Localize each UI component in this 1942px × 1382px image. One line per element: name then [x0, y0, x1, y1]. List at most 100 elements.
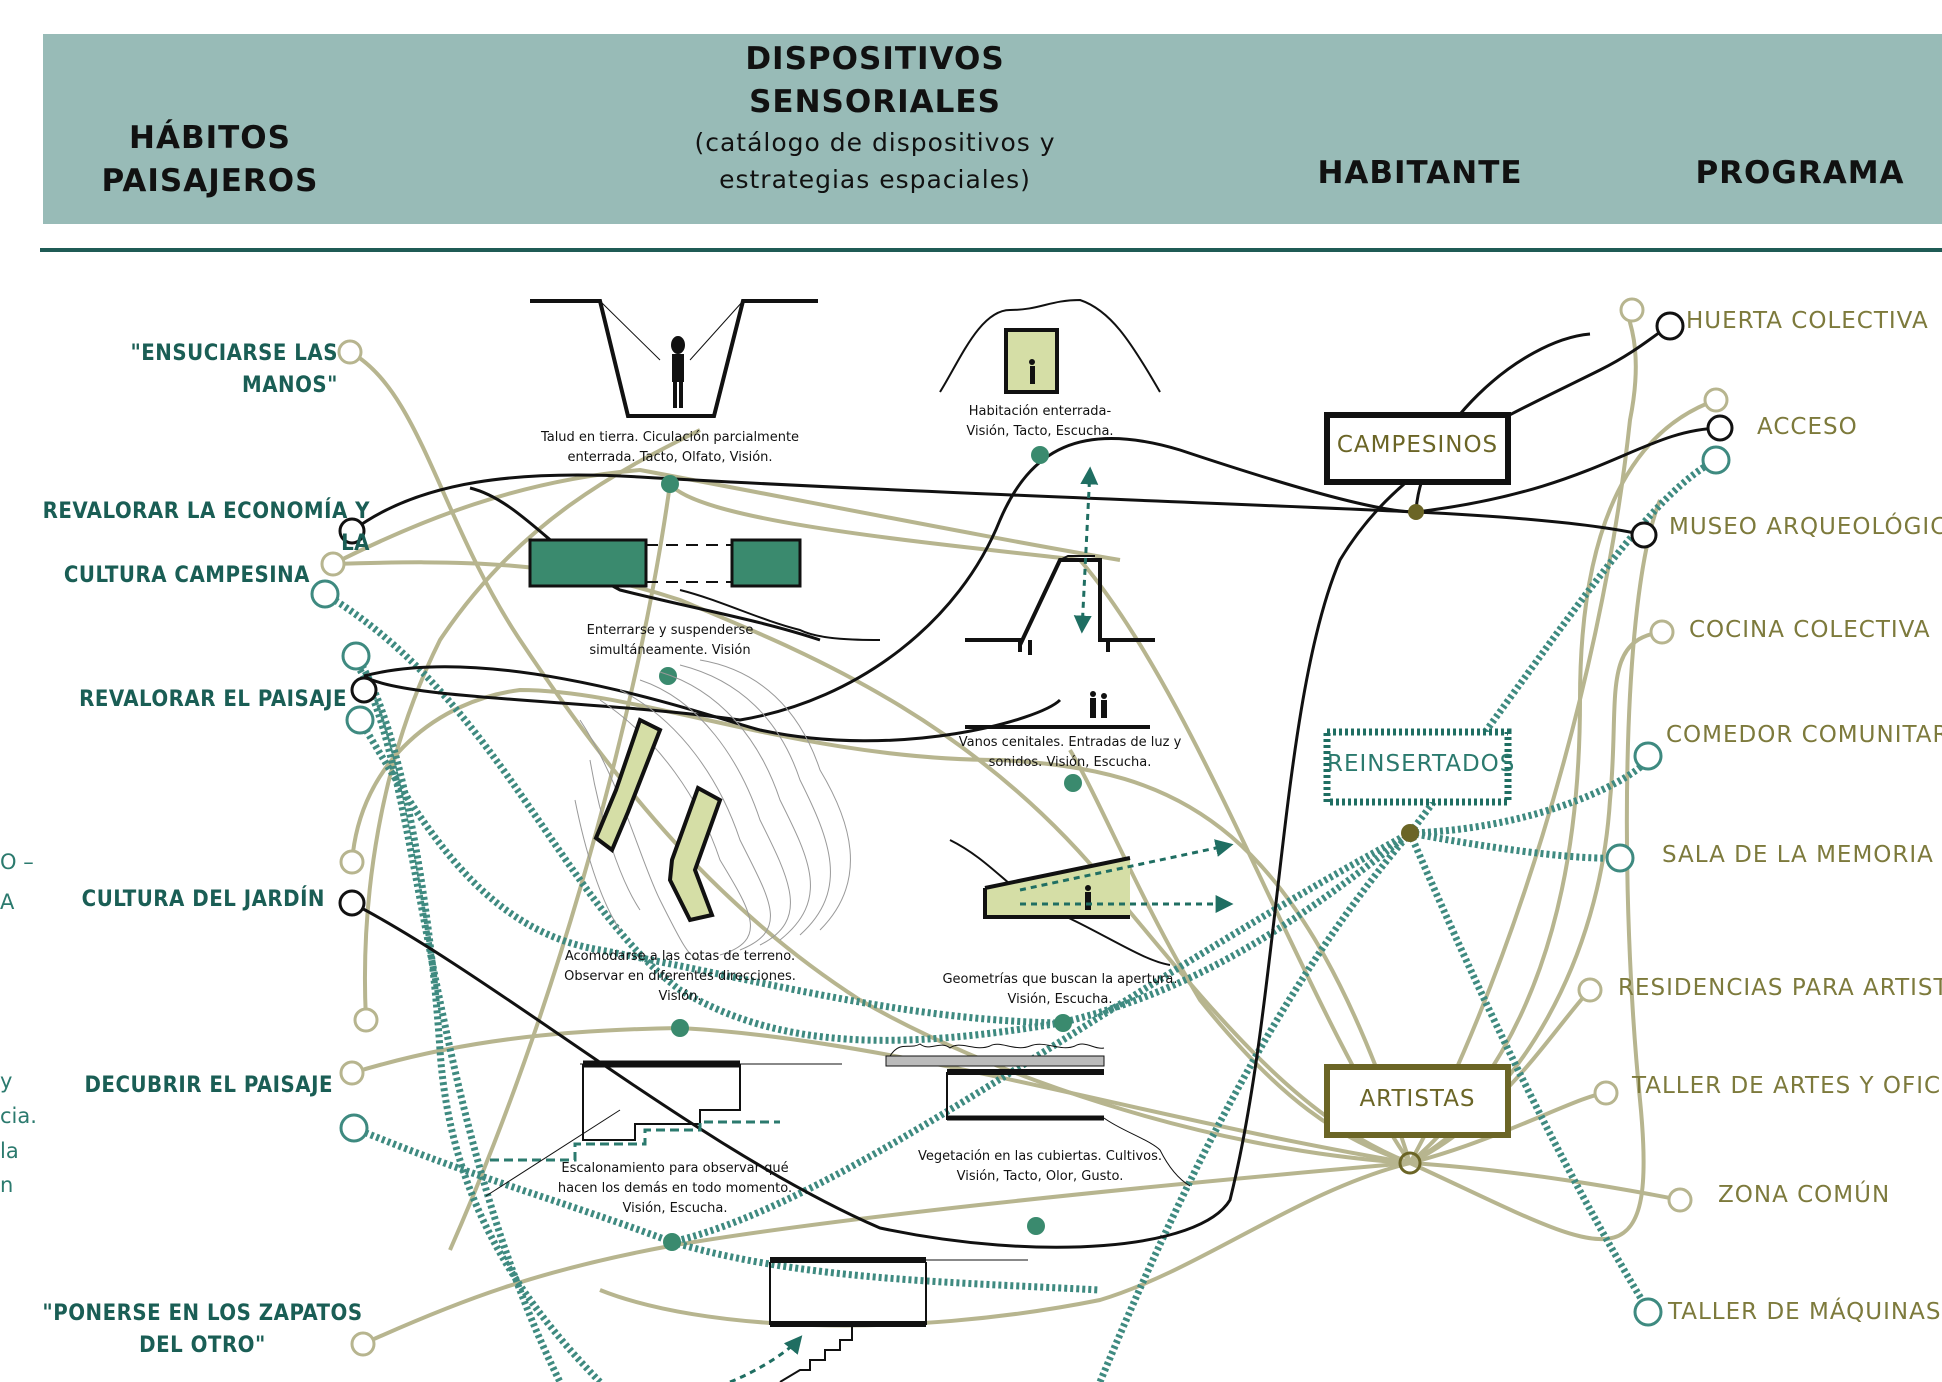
header-dispositivos-line2: SENSORIALES [749, 84, 1001, 120]
endpoint-zona [1667, 1187, 1693, 1213]
black-line-5 [1415, 426, 1721, 514]
hub-campesinos [1408, 504, 1424, 520]
edge-fragment-6: n [0, 1170, 13, 1201]
caption-acomodarse-line1: Acomodarse a las cotas de terreno. [564, 949, 796, 964]
endpoint-habit-1 [337, 339, 363, 365]
device-dot-6 [1054, 1014, 1072, 1032]
program-taller-artes-text: TALLER DE ARTES Y OFICIOS [1632, 1073, 1942, 1099]
endpoint-habit-3b [350, 676, 378, 704]
device-dot-2 [1031, 446, 1049, 464]
program-huerta-text: HUERTA COLECTIVA [1686, 308, 1929, 334]
program-residencias-text: RESIDENCIAS PARA ARTISTAS [1618, 975, 1942, 1001]
olive-line-4 [351, 1025, 1411, 1165]
frame-campesinos [1324, 412, 1511, 485]
program-museo: MUSEO ARQUEOLÓGICO [1669, 512, 1942, 542]
caption-escalonamiento-line3: Visión, Escucha. [622, 1201, 728, 1216]
header-dispositivos: DISPOSITIVOS SENSORIALES (catálogo de di… [660, 38, 1090, 198]
hub-artistas [1398, 1151, 1422, 1175]
device-talud-drawing [530, 299, 818, 418]
habit-revalorar-economia-line2: CULTURA CAMPESINA [63, 563, 310, 588]
caption-habitacion-line2: Visión, Tacto, Escucha. [966, 424, 1114, 439]
olive-line-12 [599, 1161, 1411, 1328]
teal-line-10 [347, 652, 564, 1382]
header-dispositivos-sub1: (catálogo de dispositivos y [694, 128, 1056, 157]
endpoint-acceso-a [1703, 387, 1729, 413]
caption-acomodarse-line3: Visión. [658, 989, 702, 1004]
caption-habitacion: Habitación enterrada- Visión, Tacto, Esc… [930, 402, 1150, 442]
endpoint-sala [1605, 843, 1635, 873]
endpoint-habit-5a [339, 1060, 365, 1086]
teal-line-1 [323, 591, 1413, 1044]
caption-enterrarse-line1: Enterrarse y suspenderse [586, 623, 754, 638]
caption-vanos-line1: Vanos cenitales. Entradas de luz y [958, 735, 1182, 750]
habit-revalorar-economia-line1: REVALORAR LA ECONOMÍA Y LA [42, 499, 370, 556]
endpoint-acceso-b [1706, 414, 1734, 442]
habit-revalorar-paisaje-text: REVALORAR EL PAISAJE [79, 687, 347, 712]
habit-ensuciarse-text: "ENSUCIARSE LAS MANOS" [130, 341, 338, 398]
device-enterrarse-drawing [528, 538, 881, 641]
endpoint-habit-5b [339, 1113, 369, 1143]
caption-acomodarse-line2: Observar en diferentes direcciones. [564, 969, 796, 984]
endpoint-acceso-c [1701, 445, 1731, 475]
program-museo-text: MUSEO ARQUEOLÓGICO [1669, 514, 1942, 540]
caption-escalonamiento: Escalonamiento para observar qué hacen l… [545, 1159, 805, 1219]
habit-descubrir-paisaje: DECUBRIR EL PAISAJE [40, 1070, 333, 1102]
black-line-3 [363, 665, 1062, 743]
device-dot-5 [671, 1019, 689, 1037]
teal-line-6 [1409, 829, 1621, 862]
teal-line-2 [356, 718, 1061, 1027]
program-huerta: HUERTA COLECTIVA [1686, 306, 1929, 336]
edge-fragment-2-text: A [0, 890, 15, 914]
endpoint-habit-2b [320, 551, 346, 577]
edge-fragment-5: la [0, 1136, 19, 1167]
device-escalonamiento-drawing [485, 1060, 842, 1197]
endpoint-habit-2c [310, 579, 340, 609]
device-dot-3 [659, 667, 677, 685]
caption-vegetacion-line1: Vegetación en las cubiertas. Cultivos. [917, 1149, 1163, 1164]
header-habitante: HABITANTE [1300, 152, 1540, 195]
caption-enterrarse: Enterrarse y suspenderse simultáneamente… [560, 621, 780, 661]
device-stair-drawing [729, 1257, 1028, 1382]
caption-enterrarse-line2: simultáneamente. Visión [589, 643, 751, 658]
endpoint-taller-maquinas [1633, 1297, 1663, 1327]
header-habitos: HÁBITOS PAISAJEROS [90, 117, 330, 203]
device-geometrias-drawing [949, 839, 1234, 966]
edge-fragment-4-text: cia. [0, 1104, 37, 1128]
edge-fragment-5-text: la [0, 1139, 19, 1163]
caption-geometrias-line2: Visión, Escucha. [1007, 992, 1113, 1007]
device-dot-1 [661, 475, 679, 493]
endpoint-museo [1630, 521, 1658, 549]
endpoint-residencias [1577, 977, 1603, 1003]
edge-fragment-2: A [0, 887, 14, 918]
edge-fragment-3-text: y [0, 1069, 13, 1093]
habitante-campesinos-text: CAMPESINOS [1336, 432, 1499, 458]
habitante-artistas-text: ARTISTAS [1359, 1086, 1476, 1112]
device-dot-4 [1064, 774, 1082, 792]
teal-line-3 [353, 654, 603, 1382]
program-comedor-text: COMEDOR COMUNITARIO [1666, 722, 1942, 748]
program-acceso: ACCESO [1757, 412, 1858, 442]
endpoint-huerta-a [1619, 297, 1645, 323]
caption-escalonamiento-line1: Escalonamiento para observar qué [561, 1161, 789, 1176]
olive-line-11 [1409, 1161, 1681, 1202]
habit-revalorar-economia: REVALORAR LA ECONOMÍA Y LA CULTURA CAMPE… [20, 496, 370, 592]
program-taller-maquinas-text: TALLER DE MÁQUINAS [1668, 1299, 1942, 1325]
edge-fragment-6-text: n [0, 1173, 14, 1197]
caption-geometrias: Geometrías que buscan la apertura. Visió… [925, 970, 1195, 1010]
caption-acomodarse: Acomodarse a las cotas de terreno. Obser… [545, 947, 815, 1007]
caption-escalonamiento-line2: hacen los demás en todo momento. [557, 1181, 793, 1196]
olive-line-1 [349, 350, 1411, 1165]
olive-line-3 [362, 1161, 1411, 1346]
endpoint-habit-4b [338, 889, 366, 917]
habit-zapatos-line1: "PONERSE EN LOS ZAPATOS [42, 1301, 363, 1326]
header-dispositivos-line1: DISPOSITIVOS [745, 41, 1005, 77]
program-endpoints [1577, 297, 1734, 1327]
caption-vanos-line2: sonidos. Visión, Escucha. [988, 755, 1152, 770]
endpoint-comedor [1633, 741, 1663, 771]
endpoint-cocina [1649, 619, 1675, 645]
habit-cultura-jardin: CULTURA DEL JARDÍN [40, 884, 325, 916]
endpoint-habit-2a [338, 517, 366, 545]
teal-line-5 [1409, 757, 1651, 837]
caption-vegetacion-line2: Visión, Tacto, Olor, Gusto. [956, 1169, 1124, 1184]
